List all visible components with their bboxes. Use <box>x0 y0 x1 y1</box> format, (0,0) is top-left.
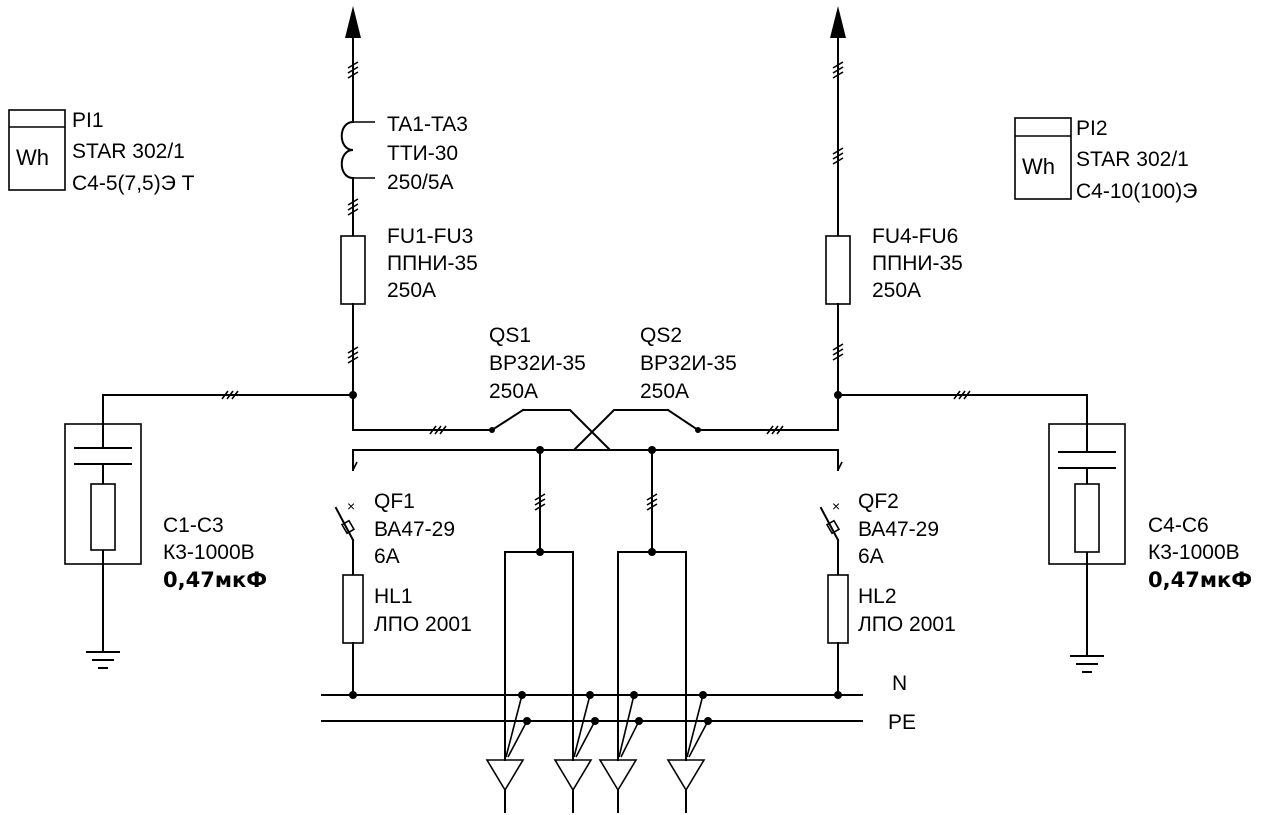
socket-outlet-icon <box>554 759 592 813</box>
capacitor-left-model: К3-1000В <box>163 541 255 564</box>
fuse-fu4-fu6 <box>825 235 851 305</box>
up-arrow-icon <box>830 6 846 38</box>
bus-bars <box>321 691 863 813</box>
meter-pi2: Wh <box>1014 117 1072 200</box>
switch-qs2-model: ВР32И-35 <box>640 352 737 375</box>
right-capacitor-branch <box>837 390 1126 673</box>
breaker-qf2-id: QF2 <box>858 490 899 513</box>
ct-id: TA1-TA3 <box>387 113 468 136</box>
capacitor-right-model: К3-1000В <box>1148 541 1240 564</box>
lamp-hl1-id: HL1 <box>374 585 413 608</box>
meter-pi2-model: STAR 302/1 <box>1076 148 1189 171</box>
breaker-qf2-model: ВА47-29 <box>858 518 939 541</box>
lamp-hl1-model: ЛПО 2001 <box>374 613 472 636</box>
up-arrow-icon <box>345 6 361 38</box>
watt-hour-meter-icon: Wh <box>16 145 49 170</box>
fuse-right-id: FU4-FU6 <box>872 225 958 248</box>
pe-bus-label: PE <box>888 711 916 734</box>
current-transformer-coil <box>340 120 355 180</box>
breaker-qf1-id: QF1 <box>374 490 415 513</box>
lamp-hl1 <box>342 574 364 644</box>
svg-text:×: × <box>832 498 840 514</box>
fuse-fu1-fu3 <box>340 235 366 305</box>
fuse-right-model: ППНИ-35 <box>872 252 963 275</box>
right-feeder <box>825 6 851 431</box>
capacitor-left-capacitance: 0,47мкФ <box>163 568 267 592</box>
meter-pi2-spec: С4-10(100)Э <box>1076 180 1197 203</box>
capacitor-right-capacitance: 0,47мкФ <box>1148 568 1252 592</box>
switch-qs1-rating: 250А <box>489 380 538 403</box>
socket-outlet-icon <box>599 759 637 813</box>
switch-qs1-id: QS1 <box>489 324 531 347</box>
left-feeder <box>340 6 375 431</box>
lamp-branch-left: × <box>334 449 364 696</box>
switch-qs1-model: ВР32И-35 <box>489 352 586 375</box>
breaker-qf2-rating: 6А <box>858 545 884 568</box>
breaker-qf1-rating: 6А <box>374 545 400 568</box>
capacitor-left-id: С1-С3 <box>163 514 224 537</box>
lamp-hl2 <box>827 574 849 644</box>
socket-outlet-icon <box>667 759 705 813</box>
fuse-left-rating: 250А <box>387 279 436 302</box>
meter-pi1-spec: С4-5(7,5)Э Т <box>72 172 195 195</box>
fuse-left-id: FU1-FU3 <box>387 225 473 248</box>
outlet-feeders <box>504 449 687 761</box>
lamp-branch-right: × <box>819 449 849 696</box>
transfer-switches <box>352 408 839 454</box>
meter-pi1-id: PI1 <box>72 109 104 132</box>
switch-qs2-rating: 250А <box>640 380 689 403</box>
lamp-hl2-id: HL2 <box>858 585 897 608</box>
meter-pi1: Wh <box>8 109 66 191</box>
meter-pi1-model: STAR 302/1 <box>72 140 185 163</box>
svg-text:×: × <box>347 498 355 514</box>
ct-ratio: 250/5А <box>387 171 454 194</box>
lamp-hl2-model: ЛПО 2001 <box>858 613 956 636</box>
switch-qs2-id: QS2 <box>640 324 682 347</box>
watt-hour-meter-icon: Wh <box>1022 154 1055 179</box>
ct-model: ТТИ-30 <box>387 142 458 165</box>
left-capacitor-branch <box>64 390 354 669</box>
neutral-bus-label: N <box>892 672 907 695</box>
socket-outlet-icon <box>486 759 524 813</box>
fuse-left-model: ППНИ-35 <box>387 252 478 275</box>
meter-pi2-id: PI2 <box>1076 117 1108 140</box>
breaker-qf1-model: ВА47-29 <box>374 518 455 541</box>
capacitor-right-id: С4-С6 <box>1148 514 1209 537</box>
fuse-right-rating: 250А <box>872 279 921 302</box>
